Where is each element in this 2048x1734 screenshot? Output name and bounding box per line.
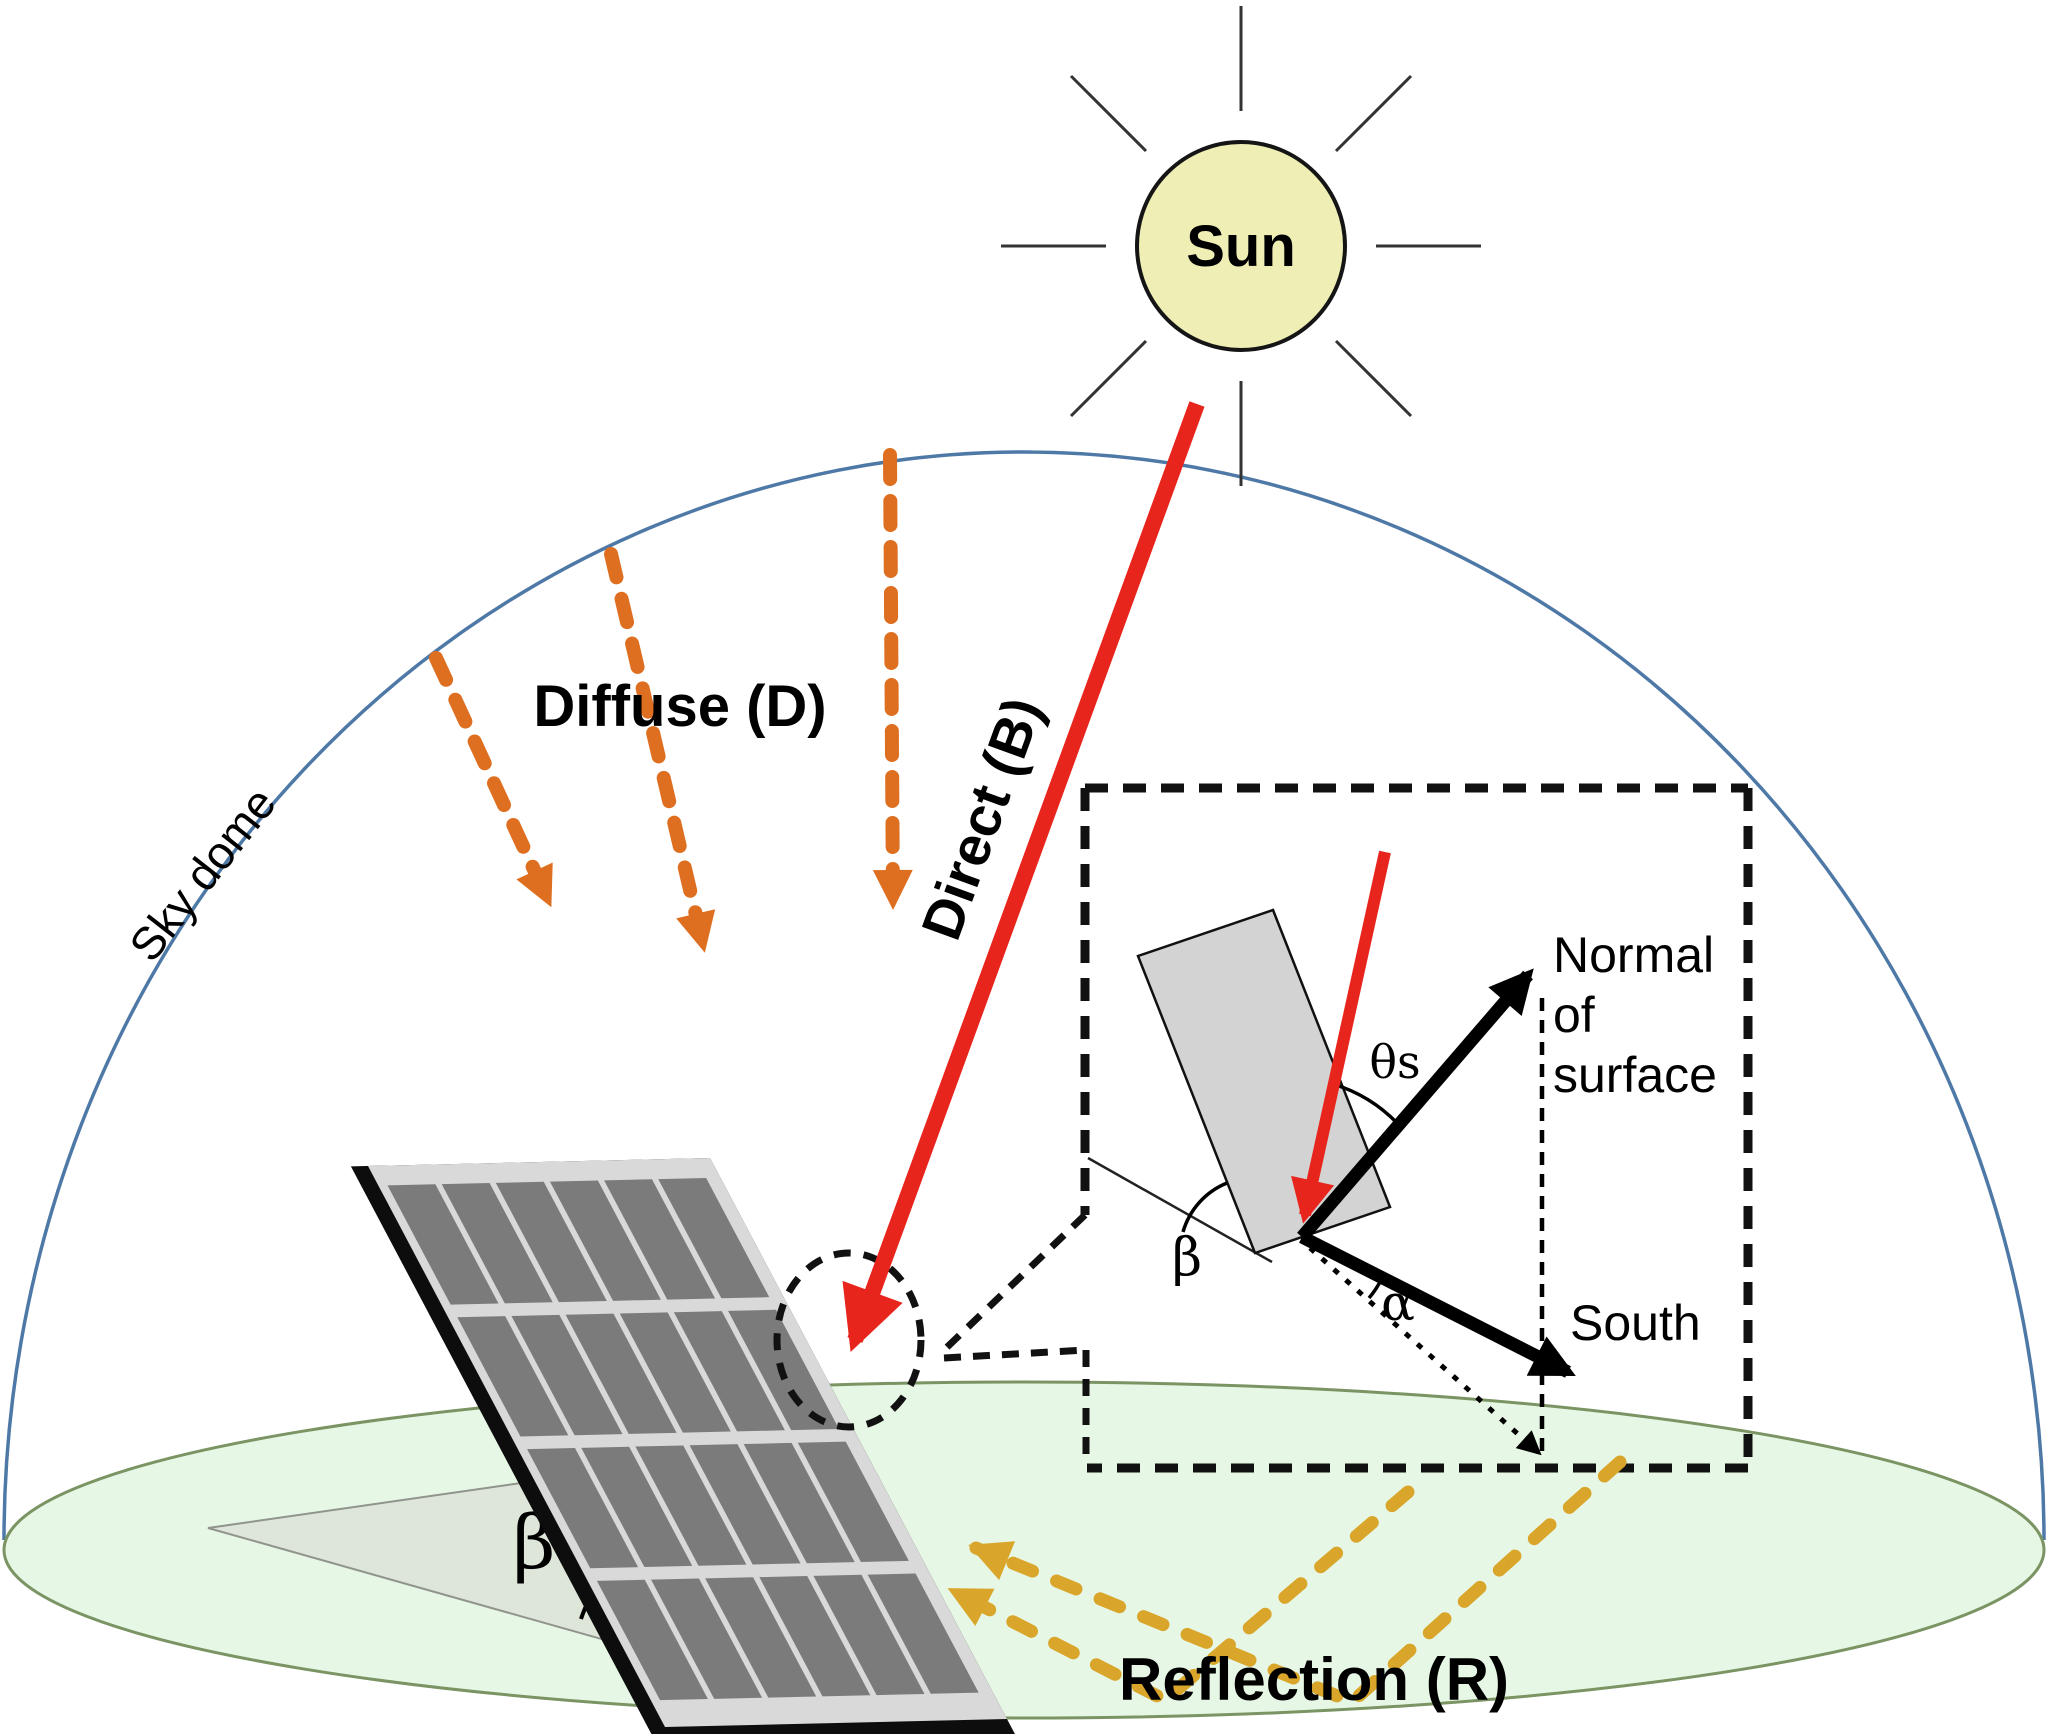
- callout-leader-lower: [943, 1346, 1087, 1362]
- solar-panel: [350, 1158, 1021, 1734]
- sun-label: Sun: [1186, 214, 1296, 279]
- reflection-ray-2: [947, 1485, 1415, 1708]
- sky-dome-arc: [2, 450, 2046, 1541]
- inset-sunbeam-arrow: [1291, 850, 1391, 1224]
- normal-label-line2: of: [1553, 987, 1595, 1043]
- direct-beam-arrow: [842, 401, 1205, 1353]
- panel-cells: [387, 1177, 979, 1701]
- reflection-ray-1: [968, 1455, 1627, 1710]
- callout-leader-lines: [939, 1212, 1090, 1466]
- normal-label-line1: Normal: [1553, 927, 1714, 983]
- direct-label: Direct (B): [909, 689, 1054, 947]
- reflection-label: Reflection (R): [1119, 1646, 1509, 1713]
- zoom-circle: [773, 1249, 925, 1431]
- normal-of-surface-arrow: [1297, 968, 1534, 1242]
- incidence-angle-label: θs: [1369, 1035, 1420, 1089]
- inset-detail: Normal of surface South θs β α: [1087, 850, 1717, 1460]
- diffuse-label: Diffuse (D): [533, 674, 826, 739]
- inset-beta-arc: [1181, 1181, 1228, 1233]
- ground-ellipse-outline: [2, 1380, 2046, 1720]
- normal-label-line3: surface: [1553, 1047, 1717, 1103]
- inset-panel: [1136, 908, 1392, 1255]
- diffuse-arrow-3: [872, 448, 913, 910]
- inset-ground-line: [1087, 1156, 1273, 1264]
- callout-leader-upper: [939, 1212, 1088, 1355]
- sky-dome-label: Sky dome: [119, 778, 286, 971]
- south-arrow: [1299, 1231, 1576, 1378]
- azimuth-dotted-line: [1308, 1246, 1542, 1456]
- azimuth-angle-label: α: [1381, 1274, 1415, 1332]
- diffuse-arrow-1: [429, 651, 555, 908]
- inset-frame: [1080, 783, 1753, 1473]
- reflection-rays: [947, 1455, 1627, 1710]
- south-label: South: [1570, 1295, 1701, 1351]
- inset-beta-label: β: [1172, 1228, 1202, 1288]
- diffuse-arrow-2: [604, 547, 716, 953]
- sun-disc-icon: [1135, 140, 1347, 352]
- sun-rays-icon: [1001, 6, 1481, 486]
- sun: Sun: [1001, 6, 1481, 486]
- diffuse-arrows: [429, 448, 913, 953]
